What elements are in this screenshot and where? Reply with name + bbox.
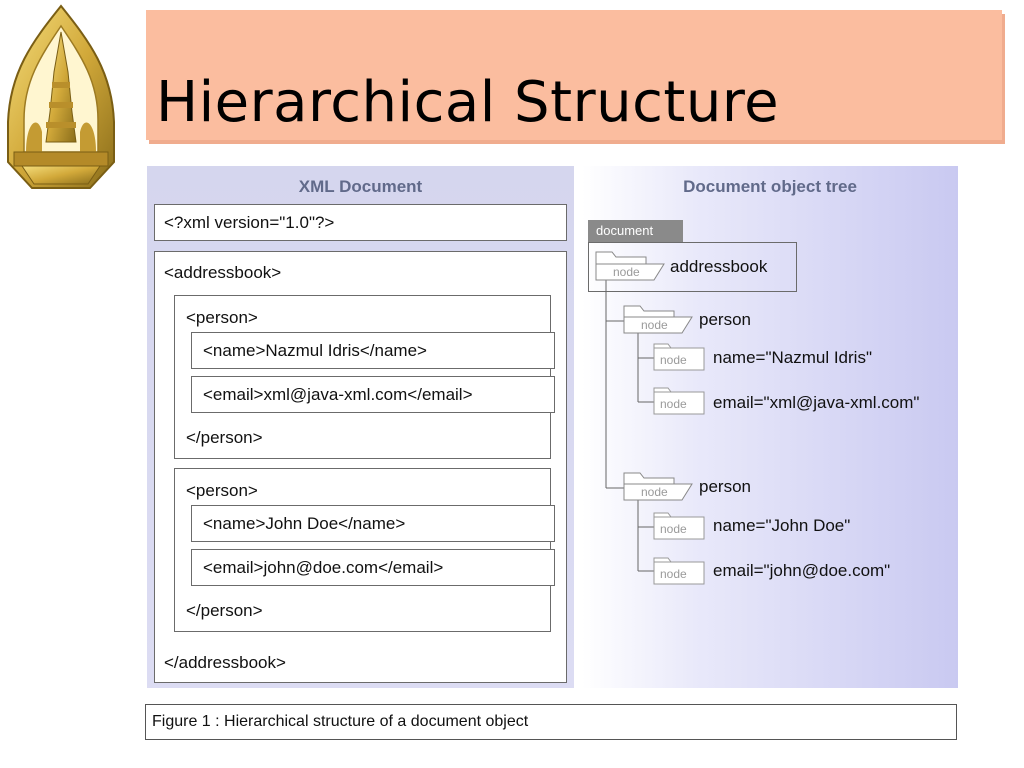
slide-title: Hierarchical Structure: [156, 70, 780, 135]
node-tag: node: [660, 353, 687, 367]
addressbook-close-tag: </addressbook>: [164, 653, 286, 672]
node-icon: node: [653, 512, 705, 540]
tree-email-attr: email="john@doe.com": [713, 561, 891, 580]
node-tag: node: [660, 567, 687, 581]
name-element-box: <name>John Doe</name>: [191, 505, 555, 542]
person-element-box: <person> <name>John Doe</name> <email>jo…: [174, 468, 555, 632]
node-icon: node: [653, 557, 705, 585]
email-element: <email>john@doe.com</email>: [203, 558, 444, 577]
xml-declaration: <?xml version="1.0"?>: [164, 213, 335, 232]
document-tab: document: [588, 220, 683, 242]
node-tag: node: [613, 265, 640, 279]
email-element-box: <email>john@doe.com</email>: [191, 549, 555, 586]
node-icon: node: [653, 343, 705, 371]
xml-declaration-box: <?xml version="1.0"?>: [154, 204, 567, 241]
person-close-tag: </person>: [186, 601, 263, 620]
folder-icon: node: [623, 472, 693, 501]
node-tag: node: [660, 397, 687, 411]
xml-panel-heading: XML Document: [298, 177, 423, 196]
name-element-box: <name>Nazmul Idris</name>: [191, 332, 555, 369]
node-icon: node: [653, 387, 705, 415]
document-tree-panel: Document object tree document node node: [582, 166, 958, 688]
university-seal-icon: [2, 2, 120, 190]
node-tag: node: [660, 522, 687, 536]
tree-connectors: node node node node node: [595, 251, 705, 585]
tree-person-label: person: [699, 310, 751, 329]
tree-root-label: addressbook: [670, 257, 768, 276]
tree-name-attr: name="John Doe": [713, 516, 851, 535]
email-element: <email>xml@java-xml.com</email>: [203, 385, 473, 404]
name-element: <name>John Doe</name>: [203, 514, 406, 533]
name-element: <name>Nazmul Idris</name>: [203, 341, 427, 360]
folder-icon: node: [595, 251, 665, 281]
tree-email-attr: email="xml@java-xml.com": [713, 393, 920, 412]
title-banner: Hierarchical Structure: [146, 10, 1002, 140]
person-element-box: <person> <name>Nazmul Idris</name> <emai…: [174, 295, 555, 459]
addressbook-open-tag: <addressbook>: [164, 263, 282, 282]
tree-panel-heading: Document object tree: [683, 177, 857, 196]
node-tag: node: [641, 318, 668, 332]
tree-person-label: person: [699, 477, 751, 496]
addressbook-element-box: <addressbook> <person> <name>Nazmul Idri…: [154, 251, 567, 683]
document-box: [588, 242, 797, 292]
figure-caption: Figure 1 : Hierarchical structure of a d…: [145, 704, 957, 740]
node-tag: node: [641, 485, 668, 499]
tree-name-attr: name="Nazmul Idris": [713, 348, 872, 367]
email-element-box: <email>xml@java-xml.com</email>: [191, 376, 555, 413]
folder-icon: node: [623, 305, 693, 334]
person-open-tag: <person>: [186, 481, 258, 500]
person-close-tag: </person>: [186, 428, 263, 447]
person-open-tag: <person>: [186, 308, 258, 327]
xml-document-panel: XML Document <?xml version="1.0"?> <addr…: [147, 166, 574, 688]
